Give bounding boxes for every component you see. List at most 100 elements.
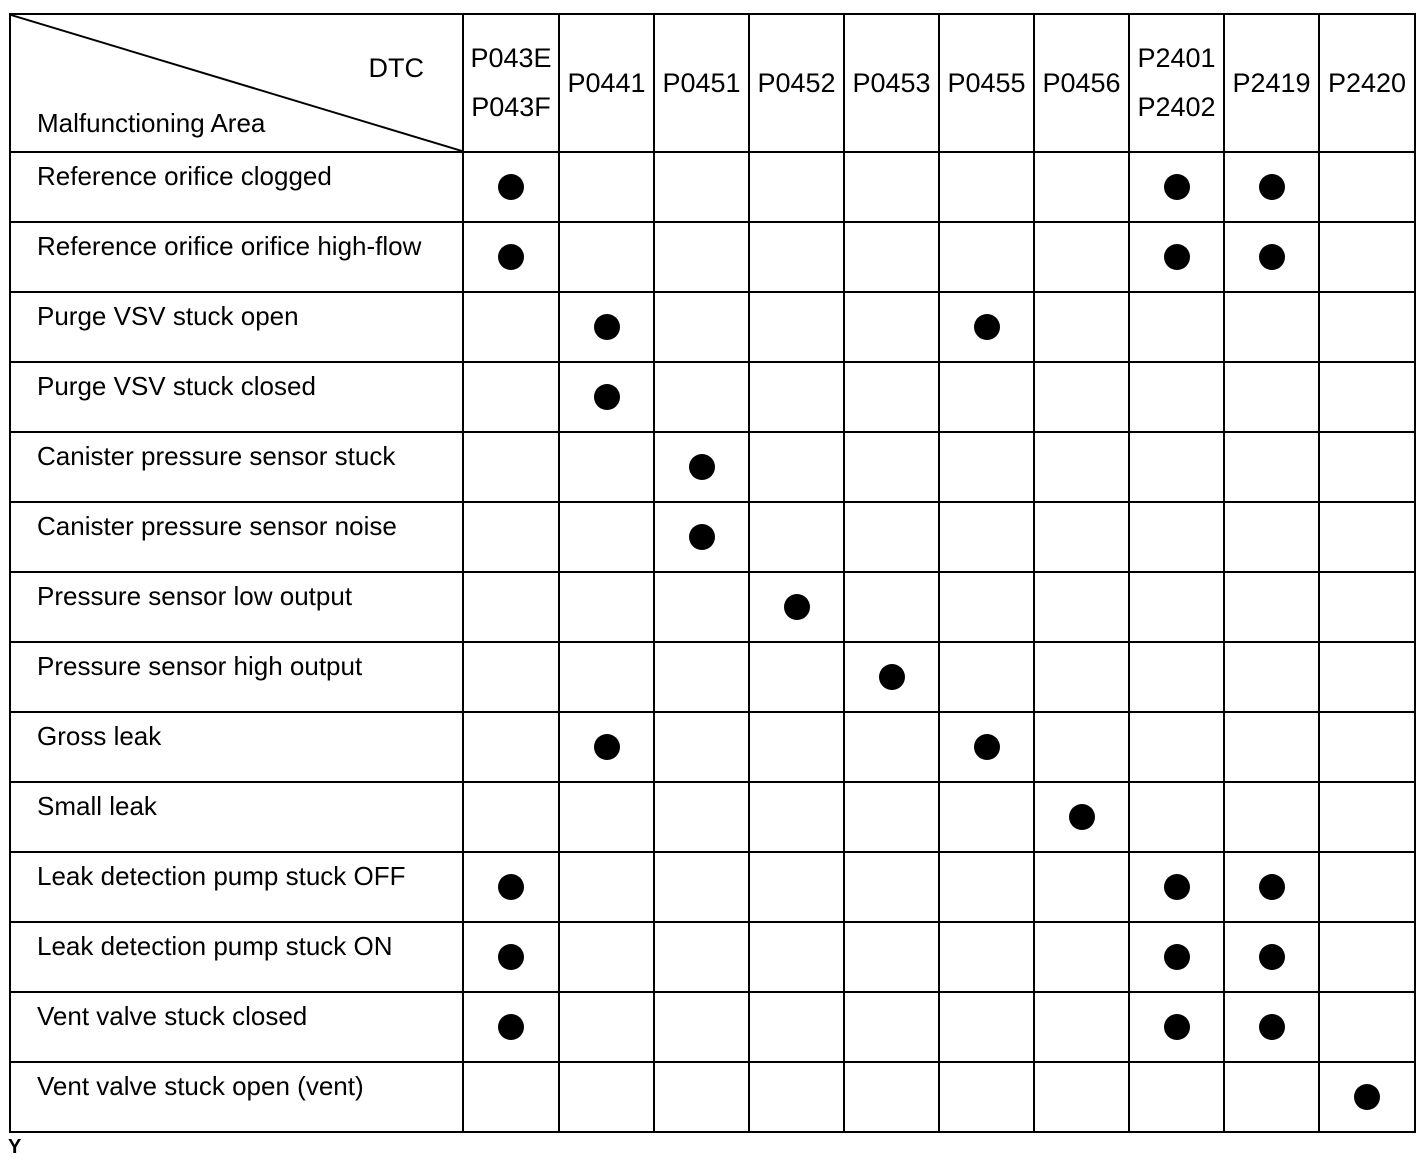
matrix-cell (1223, 781, 1320, 853)
filled-circle-icon (1163, 244, 1190, 270)
table-row: Canister pressure sensor stuck (9, 431, 1416, 503)
table-row: Pressure sensor high output (9, 641, 1416, 713)
matrix-cell (462, 501, 560, 573)
matrix-cell (1033, 431, 1130, 503)
dtc-code: P2402 (1137, 92, 1216, 122)
malfunction-area-cell: Pressure sensor high output (9, 641, 464, 713)
malfunction-area-cell: Canister pressure sensor noise (9, 501, 464, 573)
matrix-cell (748, 1061, 845, 1133)
malfunction-area-label: Pressure sensor low output (37, 581, 353, 611)
matrix-cell (1128, 431, 1225, 503)
matrix-cell (938, 431, 1035, 503)
matrix-cell (1128, 1061, 1225, 1133)
table-row: Canister pressure sensor noise (9, 501, 1416, 573)
matrix-cell (1128, 641, 1225, 713)
matrix-cell (462, 361, 560, 433)
dtc-label: DTC (368, 53, 425, 83)
matrix-cell (558, 151, 655, 223)
filled-circle-icon (498, 874, 524, 900)
table-row: Vent valve stuck closed (9, 991, 1416, 1063)
malfunction-area-label: Gross leak (37, 721, 162, 751)
malfunction-area-label: Purge VSV stuck open (37, 301, 299, 331)
matrix-cell (462, 221, 560, 293)
dtc-code-header: P0456 (1033, 13, 1130, 153)
matrix-cell (558, 781, 655, 853)
matrix-cell (843, 641, 940, 713)
filled-circle-icon (973, 314, 1000, 340)
matrix-cell (653, 291, 750, 363)
matrix-cell (1033, 291, 1130, 363)
malfunction-area-cell: Vent valve stuck closed (9, 991, 464, 1063)
matrix-cell (938, 711, 1035, 783)
filled-circle-icon (973, 734, 1000, 760)
table-row: Purge VSV stuck open (9, 291, 1416, 363)
matrix-cell (1223, 221, 1320, 293)
matrix-cell (653, 431, 750, 503)
matrix-cell (938, 851, 1035, 923)
matrix-cell (748, 781, 845, 853)
table-row: Pressure sensor low output (9, 571, 1416, 643)
matrix-cell (1223, 151, 1320, 223)
corner-header-cell: DTC Malfunctioning Area (9, 13, 464, 153)
matrix-cell (1128, 291, 1225, 363)
matrix-cell (1318, 221, 1416, 293)
matrix-cell (748, 221, 845, 293)
matrix-cell (1318, 851, 1416, 923)
matrix-cell (1318, 431, 1416, 503)
matrix-cell (843, 361, 940, 433)
matrix-cell (1033, 641, 1130, 713)
matrix-cell (653, 501, 750, 573)
matrix-cell (462, 291, 560, 363)
matrix-cell (938, 991, 1035, 1063)
table-row: Leak detection pump stuck OFF (9, 851, 1416, 923)
filled-circle-icon (593, 734, 620, 760)
malfunction-area-cell: Small leak (9, 781, 464, 853)
matrix-cell (653, 991, 750, 1063)
matrix-cell (1033, 781, 1130, 853)
matrix-cell (938, 921, 1035, 993)
dtc-code: P0441 (567, 67, 646, 98)
matrix-cell (558, 571, 655, 643)
matrix-cell (1128, 711, 1225, 783)
malfunction-area-cell: Leak detection pump stuck OFF (9, 851, 464, 923)
dtc-code: P043F (471, 92, 551, 122)
dtc-code-header: P0455 (938, 13, 1035, 153)
matrix-cell (748, 151, 845, 223)
matrix-cell (1223, 711, 1320, 783)
malfunction-area-cell: Canister pressure sensor stuck (9, 431, 464, 503)
dtc-code: P0452 (757, 67, 836, 98)
filled-circle-icon (1258, 1014, 1285, 1040)
matrix-cell (1128, 781, 1225, 853)
malfunction-area-label: Canister pressure sensor stuck (37, 441, 396, 471)
matrix-cell (1128, 501, 1225, 573)
matrix-cell (1033, 851, 1130, 923)
matrix-cell (1223, 1061, 1320, 1133)
matrix-cell (558, 221, 655, 293)
diagonal-divider (11, 15, 462, 151)
matrix-cell (462, 991, 560, 1063)
matrix-cell (748, 851, 845, 923)
matrix-cell (1128, 851, 1225, 923)
dtc-code: P2420 (1327, 67, 1407, 98)
matrix-cell (1223, 431, 1320, 503)
table-row: Vent valve stuck open (vent) (9, 1061, 1416, 1133)
matrix-cell (938, 1061, 1035, 1133)
matrix-cell (462, 851, 560, 923)
matrix-cell (1223, 501, 1320, 573)
matrix-cell (1033, 711, 1130, 783)
matrix-cell (558, 711, 655, 783)
malfunction-area-cell: Reference orifice clogged (9, 151, 464, 223)
matrix-cell (558, 641, 655, 713)
malfunction-area-label: Leak detection pump stuck OFF (37, 861, 406, 891)
malfunction-area-cell: Vent valve stuck open (vent) (9, 1061, 464, 1133)
matrix-cell (1318, 1061, 1416, 1133)
matrix-cell (1033, 1061, 1130, 1133)
matrix-cell (1033, 501, 1130, 573)
matrix-cell (462, 711, 560, 783)
matrix-cell (1318, 361, 1416, 433)
matrix-cell (843, 711, 940, 783)
matrix-cell (1223, 641, 1320, 713)
dtc-code: P0455 (947, 67, 1026, 98)
malfunction-area-label: Canister pressure sensor noise (37, 511, 397, 541)
matrix-cell (1223, 991, 1320, 1063)
